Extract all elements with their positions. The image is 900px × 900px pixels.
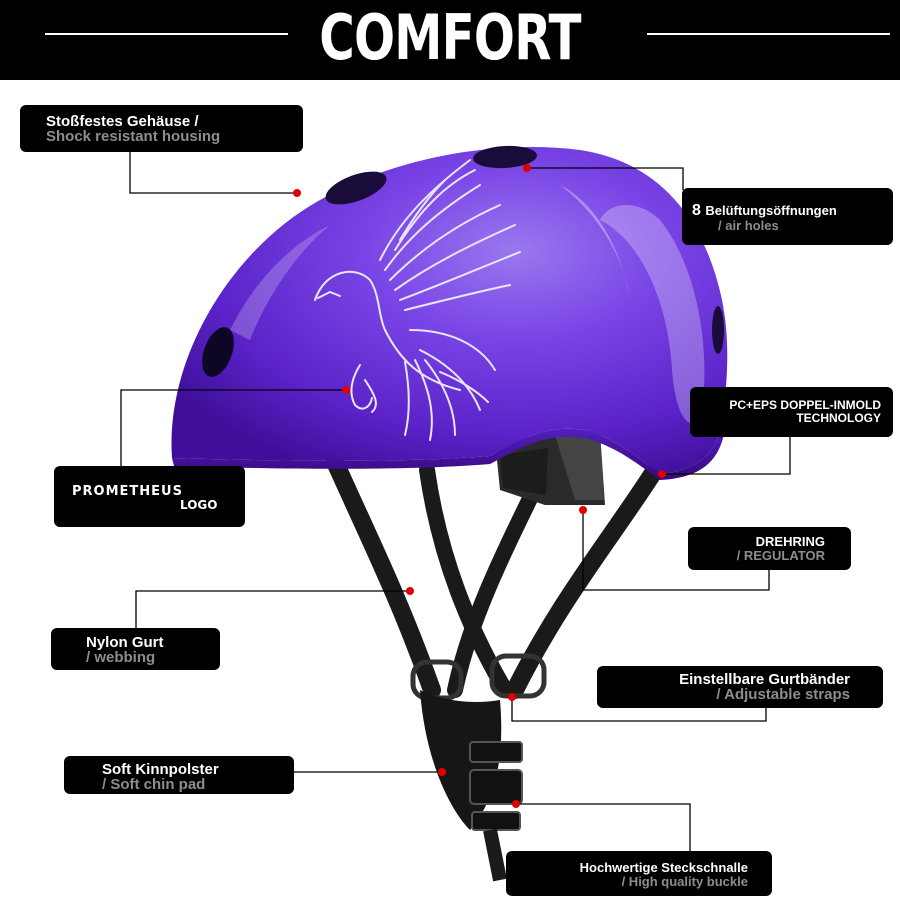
- label-logo-line1: PROMETHEUS: [72, 484, 183, 499]
- nylon-straps: [326, 453, 664, 699]
- label-vents-en: / air holes: [718, 218, 779, 233]
- eagle-graphic: [314, 159, 521, 441]
- label-chinpad-en: / Soft chin pad: [102, 776, 206, 793]
- label-regulator-en: / REGULATOR: [736, 548, 825, 563]
- helmet-shell: [171, 145, 728, 480]
- label-regulator: DREHRING / REGULATOR: [688, 527, 851, 570]
- label-straps: Einstellbare Gurtbänder / Adjustable str…: [597, 666, 883, 708]
- label-vents-de: Belüftungsöffnungen: [705, 203, 837, 218]
- callout-dots: [293, 164, 666, 808]
- label-buckle-en: / High quality buckle: [621, 874, 748, 889]
- label-straps-de: Einstellbare Gurtbänder: [679, 671, 850, 688]
- label-chinpad-de: Soft Kinnpolster: [102, 761, 219, 778]
- page-title: COMFORT: [319, 1, 581, 74]
- label-vents-count: 8: [692, 202, 701, 219]
- label-housing: Stoßfestes Gehäuse / Shock resistant hou…: [20, 105, 303, 152]
- label-buckle: Hochwertige Steckschnalle / High quality…: [506, 851, 772, 896]
- header-rule-right: [647, 33, 890, 35]
- label-regulator-de: DREHRING: [755, 534, 825, 549]
- callout-lines: [120, 150, 791, 852]
- buckle: [469, 741, 523, 882]
- regulator-dial: [495, 430, 605, 505]
- label-webbing-en: / webbing: [86, 649, 156, 666]
- label-technology: PC+EPS DOPPEL-INMOLD TECHNOLOGY: [690, 387, 893, 437]
- label-housing-de: Stoßfestes Gehäuse /: [46, 113, 199, 130]
- header-rule-left: [45, 33, 288, 35]
- label-technology-line1: PC+EPS DOPPEL-INMOLD: [729, 398, 881, 412]
- label-housing-en: Shock resistant housing: [46, 128, 221, 145]
- label-logo: PROMETHEUS LOGO: [54, 466, 245, 527]
- label-webbing-de: Nylon Gurt: [86, 634, 164, 651]
- header-banner: COMFORT: [0, 0, 900, 80]
- label-vents: 8 Belüftungsöffnungen / air holes: [682, 188, 893, 245]
- label-chinpad: Soft Kinnpolster / Soft chin pad: [64, 756, 294, 794]
- label-logo-line2: LOGO: [180, 498, 218, 512]
- label-buckle-de: Hochwertige Steckschnalle: [579, 860, 748, 875]
- label-webbing: Nylon Gurt / webbing: [51, 628, 220, 670]
- label-straps-en: / Adjustable straps: [716, 686, 850, 703]
- label-technology-line2: TECHNOLOGY: [796, 411, 881, 425]
